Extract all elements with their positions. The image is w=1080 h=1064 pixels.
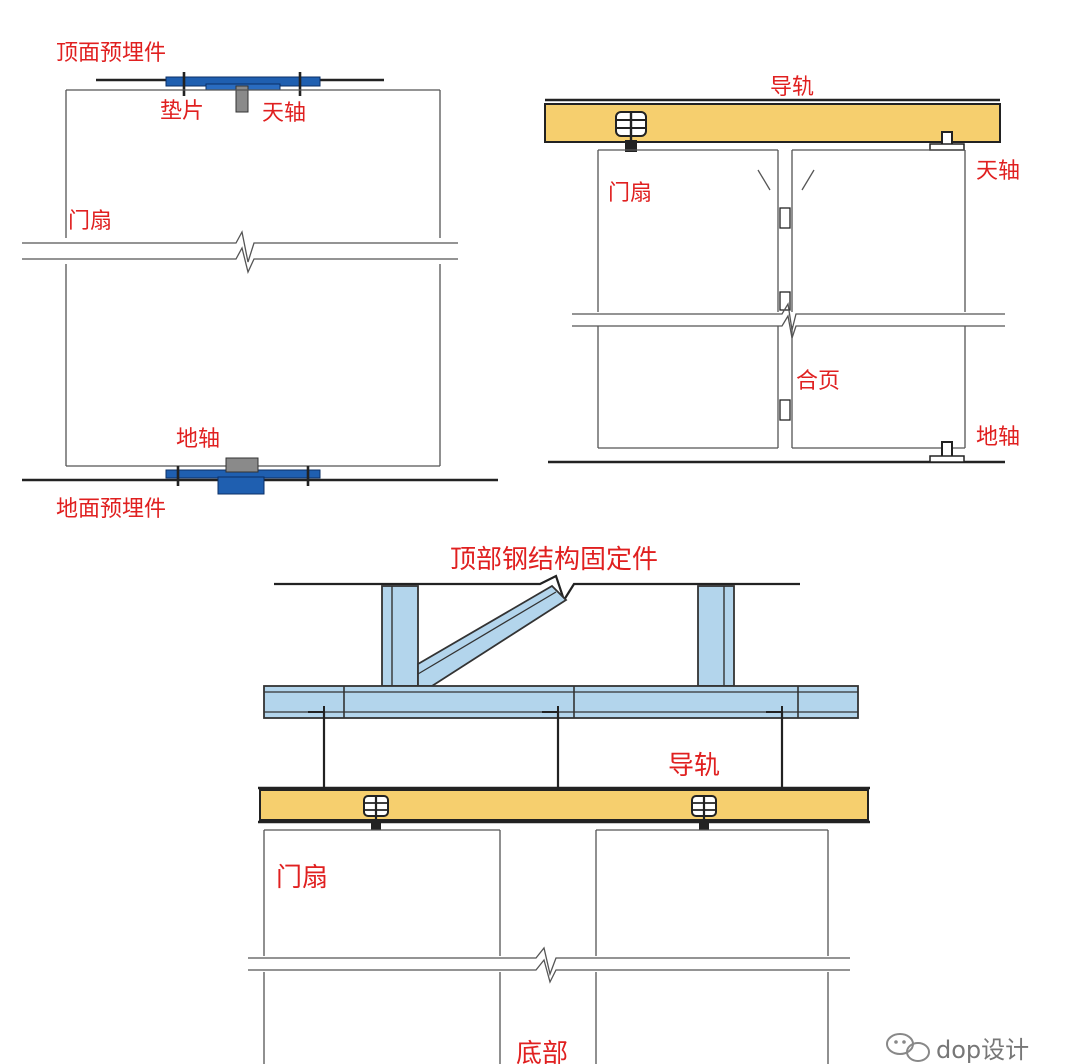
top-embed-label: 顶面预埋件 bbox=[56, 41, 166, 66]
rail-roller-right bbox=[691, 795, 717, 830]
steel-post-left bbox=[381, 585, 419, 687]
break-line-top bbox=[572, 302, 1005, 331]
top-pivot-label: 天轴 bbox=[976, 159, 1020, 184]
floor-pivot-block bbox=[225, 457, 259, 473]
break-line-top bbox=[248, 946, 850, 977]
brace-flange bbox=[417, 591, 557, 675]
door-leaf-lower bbox=[65, 264, 441, 467]
wechat-icon bbox=[886, 1033, 930, 1062]
bottom-label: 底部 bbox=[516, 1039, 568, 1064]
guide-rail bbox=[259, 789, 869, 821]
door-panel-right bbox=[791, 149, 965, 449]
floor-pivot-label: 地轴 bbox=[176, 427, 220, 452]
leaf-label: 门扇 bbox=[276, 863, 328, 893]
hinge-lower bbox=[779, 399, 791, 421]
open-mark-left bbox=[757, 169, 771, 191]
leaf-label: 门扇 bbox=[608, 181, 652, 206]
floor-embed-box bbox=[217, 476, 265, 495]
break-line-top bbox=[22, 230, 458, 263]
steel-beam bbox=[263, 685, 859, 719]
floor-embed-label: 地面预埋件 bbox=[56, 497, 166, 522]
top-rail bbox=[544, 103, 1001, 143]
hanger-rods bbox=[308, 706, 784, 788]
top-pivot-pin bbox=[235, 85, 249, 113]
break-line-bottom bbox=[572, 314, 1005, 339]
rail-roller bbox=[615, 111, 647, 152]
diagram-folding-elevation: 导轨 天轴 门扇 合页 地轴 bbox=[544, 75, 1020, 464]
steel-fixing-label: 顶部钢结构固定件 bbox=[450, 545, 658, 575]
steel-diagonal-brace bbox=[417, 584, 568, 687]
rail-label: 导轨 bbox=[770, 75, 814, 100]
diagram-steel-structure: 顶部钢结构固定件 导轨 门扇 底部 bbox=[248, 545, 870, 1064]
steel-post-right bbox=[697, 585, 735, 687]
watermark: dop设计 bbox=[886, 1033, 1029, 1064]
door-panel-left bbox=[597, 149, 778, 449]
leaf-label: 门扇 bbox=[68, 209, 112, 234]
diagram-pivot-section: 顶面预埋件 垫片 天轴 门扇 地轴 地面预埋件 bbox=[22, 41, 498, 522]
ceiling-line bbox=[274, 574, 800, 603]
rail-label: 导轨 bbox=[668, 751, 720, 781]
hinge-upper bbox=[779, 207, 791, 229]
door-leaf-upper bbox=[65, 89, 441, 238]
open-mark-right bbox=[801, 169, 815, 191]
rail-roller-left bbox=[363, 795, 389, 830]
shim-label: 垫片 bbox=[160, 99, 204, 124]
rail-top-pivot bbox=[929, 131, 965, 151]
watermark-text: dop设计 bbox=[936, 1036, 1029, 1064]
break-line-bottom bbox=[248, 958, 850, 984]
floor-pivot-label: 地轴 bbox=[976, 425, 1020, 450]
hinge-label: 合页 bbox=[796, 369, 840, 394]
floor-pivot bbox=[929, 441, 965, 463]
top-pivot-label: 天轴 bbox=[262, 101, 306, 126]
break-line-bottom bbox=[22, 246, 458, 274]
